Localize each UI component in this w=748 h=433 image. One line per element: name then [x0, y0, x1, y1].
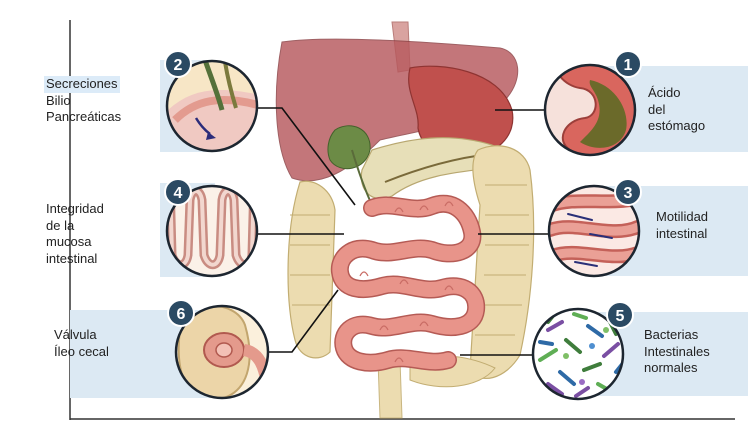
label-integridad-line3: mucosa — [46, 234, 92, 249]
inset-secretions — [165, 59, 259, 153]
label-valvula: Válvula Íleo cecal — [54, 327, 109, 360]
label-acido-line3: estómago — [648, 118, 706, 133]
leader-6 — [268, 289, 339, 353]
label-secreciones-line3: Pancreáticas — [46, 109, 122, 124]
inset-bacteria — [531, 307, 625, 401]
small-intestine — [332, 196, 484, 371]
label-integridad-line4: intestinal — [46, 250, 98, 266]
svg-text:2: 2 — [174, 57, 183, 74]
badge-3: 3 — [614, 178, 642, 206]
label-motilidad-line2: intestinal — [656, 225, 708, 241]
label-bacterias-line1: Bacterias — [644, 327, 699, 342]
gallbladder — [327, 125, 371, 170]
label-bacterias-line2: Intestinales — [644, 343, 710, 359]
label-bacterias-line3: normales — [644, 360, 698, 375]
label-acido-line1: Ácido — [648, 85, 681, 100]
intestine-folds — [359, 201, 454, 363]
badge-5: 5 — [606, 301, 634, 329]
ascending-colon — [287, 180, 336, 359]
svg-text:6: 6 — [177, 306, 186, 323]
badge-6: 6 — [167, 299, 195, 327]
label-bacterias: Bacterias Intestinales normales — [644, 327, 710, 377]
svg-text:5: 5 — [616, 308, 625, 325]
label-valvula-line1: Válvula — [54, 327, 97, 342]
label-acido-line2: del — [648, 101, 666, 117]
descending-colon — [469, 145, 535, 379]
label-integridad-line2: de la — [46, 217, 75, 233]
svg-text:1: 1 — [624, 57, 633, 74]
inset-stomach-acid — [543, 63, 637, 157]
label-motilidad-line1: Motilidad — [656, 209, 709, 224]
label-acido: Ácido del estómago — [648, 85, 705, 135]
label-secreciones-line2: Bilio — [46, 92, 71, 108]
inset-motility — [547, 184, 641, 278]
inset-ileocecal-valve — [174, 304, 270, 400]
svg-text:4: 4 — [174, 185, 183, 202]
label-motilidad: Motilidad intestinal — [656, 209, 708, 242]
label-secreciones: Secreciones Bilio Pancreáticas — [44, 76, 122, 126]
badge-1: 1 — [614, 50, 642, 78]
badge-2: 2 — [164, 50, 192, 78]
label-secreciones-line1: Secreciones — [44, 76, 120, 93]
label-integridad: Integridad de la mucosa intestinal — [46, 201, 104, 267]
label-integridad-line1: Integridad — [46, 201, 104, 216]
inset-mucosa — [165, 184, 259, 278]
badge-4: 4 — [164, 178, 192, 206]
svg-text:3: 3 — [624, 185, 633, 202]
label-valvula-line2: Íleo cecal — [54, 343, 109, 359]
